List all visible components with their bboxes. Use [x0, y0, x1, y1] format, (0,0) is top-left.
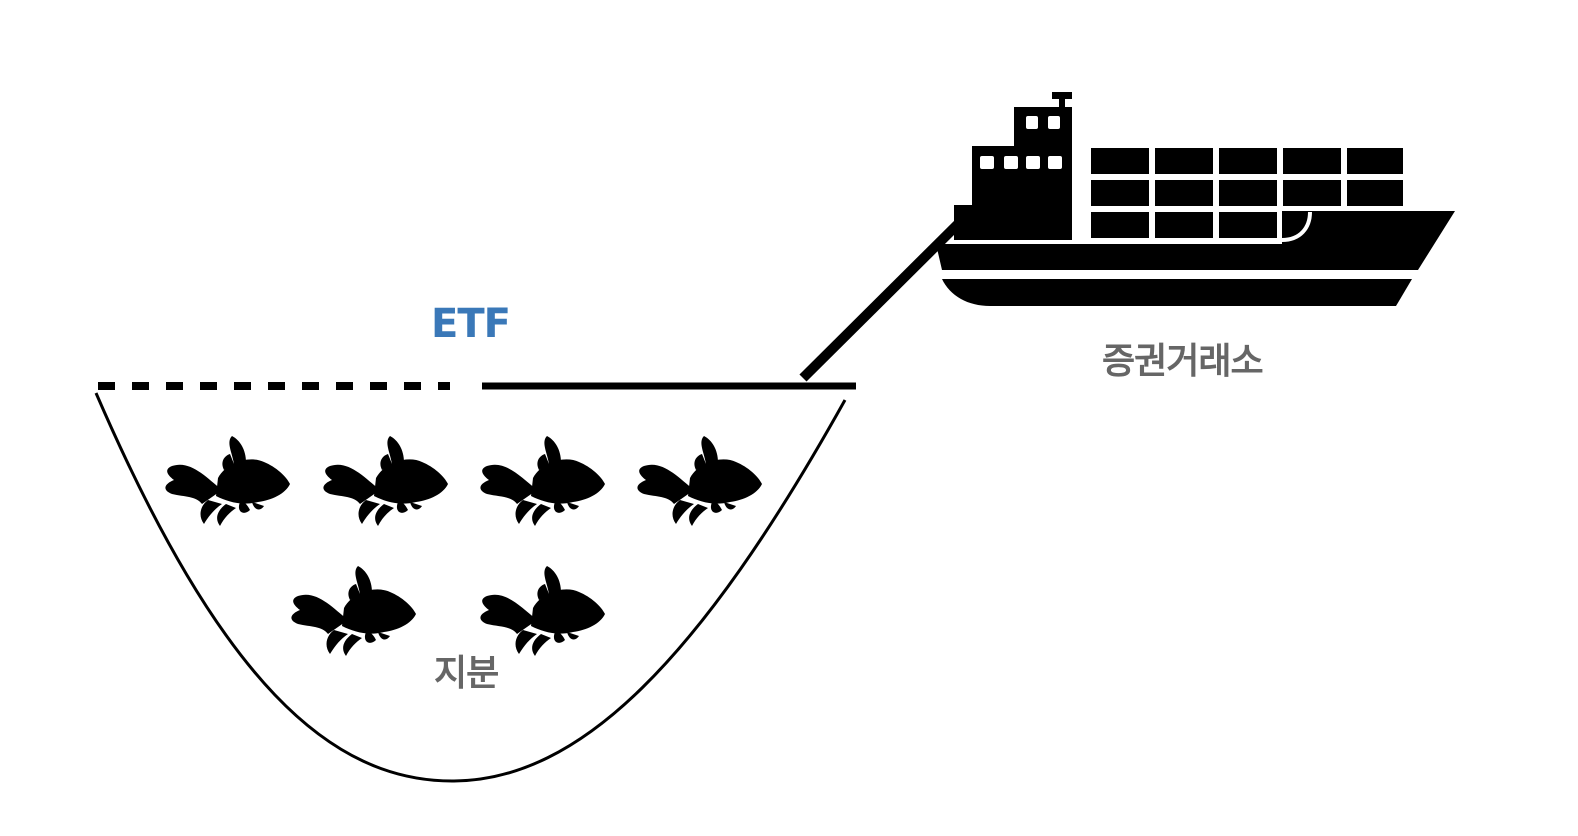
fish-icon [291, 566, 416, 656]
fish-icon [480, 436, 605, 526]
fish-icon [637, 436, 762, 526]
etf-label: ETF [431, 304, 510, 344]
fish-icon [480, 566, 605, 656]
container-ship-icon [936, 92, 1455, 306]
fish-icon [165, 436, 290, 526]
net-bag [96, 393, 845, 781]
fish-icon [323, 436, 448, 526]
equity-label: 지분 [434, 656, 498, 692]
exchange-label: 증권거래소 [1102, 344, 1263, 380]
